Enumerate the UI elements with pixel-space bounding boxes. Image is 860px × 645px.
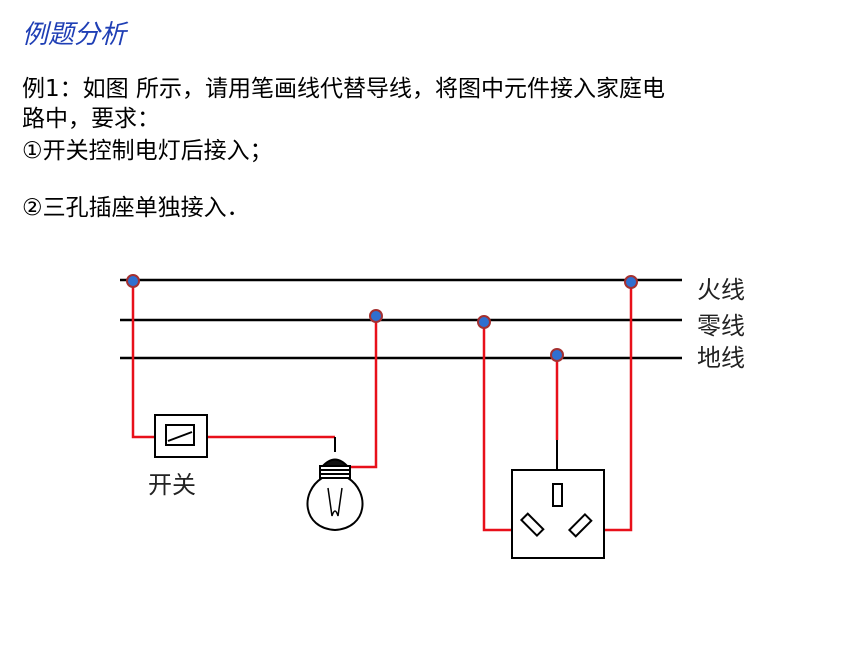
switch-icon xyxy=(154,414,208,458)
socket-live-wire xyxy=(604,282,633,532)
requirement-1: ①开关控制电灯后接入； xyxy=(22,138,273,164)
live-wire-label: 火线 xyxy=(697,276,745,304)
neutral-wire-label: 零线 xyxy=(697,312,745,340)
node-socket-live xyxy=(624,275,638,289)
connection-nodes xyxy=(126,274,638,362)
earth-wire-label: 地线 xyxy=(697,344,745,372)
live-to-switch-wire xyxy=(131,280,155,439)
node-socket-neutral xyxy=(477,315,491,329)
question-line-1: 例1：如图 所示，请用笔画线代替导线，将图中元件接入家庭电 xyxy=(22,76,665,102)
node-switch-live xyxy=(126,274,140,288)
requirement-2: ②三孔插座单独接入． xyxy=(22,195,250,221)
section-heading: 例题分析 xyxy=(22,20,127,50)
node-socket-earth xyxy=(550,348,564,362)
answer-wires xyxy=(131,280,633,532)
three-hole-socket-icon xyxy=(511,469,605,559)
socket-neutral-wire xyxy=(482,322,512,532)
lamp-to-neutral-wire xyxy=(350,316,378,469)
question-line-2: 路中，要求： xyxy=(22,106,160,132)
node-lamp-neutral xyxy=(369,309,383,323)
lamp-icon xyxy=(306,458,364,532)
switch-label: 开关 xyxy=(148,471,196,499)
